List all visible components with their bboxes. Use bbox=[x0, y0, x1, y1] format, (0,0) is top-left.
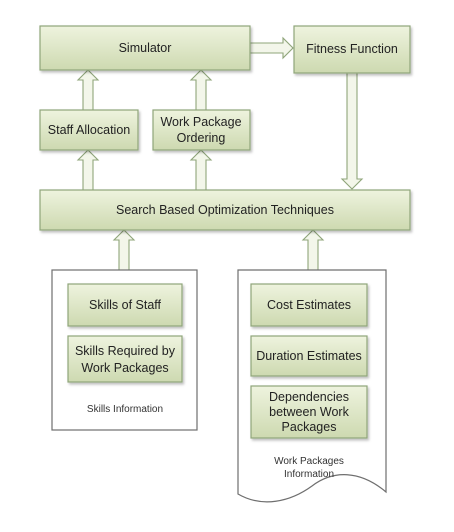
cost-estimates-label: Cost Estimates bbox=[267, 298, 351, 312]
staff-allocation-node: Staff Allocation bbox=[39, 109, 139, 151]
work-package-ordering-node: Work Package Ordering bbox=[152, 109, 251, 151]
fitness-function-node: Fitness Function bbox=[293, 25, 411, 74]
dependencies-label-3: Packages bbox=[282, 420, 337, 434]
search-based-optimization-node: Search Based Optimization Techniques bbox=[39, 189, 411, 231]
skills-required-node: Skills Required by Work Packages bbox=[67, 335, 183, 383]
staff-allocation-label: Staff Allocation bbox=[48, 123, 131, 137]
work-package-ordering-label-2: Ordering bbox=[177, 131, 226, 145]
arrow-fitness-to-search bbox=[340, 72, 364, 190]
arrow-wp-info-to-search bbox=[301, 229, 325, 271]
skills-required-label-2: Work Packages bbox=[81, 361, 168, 375]
fitness-function-label: Fitness Function bbox=[306, 42, 398, 56]
skills-information-document: Skills of Staff Skills Required by Work … bbox=[51, 269, 198, 431]
simulator-label: Simulator bbox=[119, 41, 172, 55]
arrow-ordering-to-simulator bbox=[189, 69, 213, 111]
duration-estimates-node: Duration Estimates bbox=[250, 335, 368, 377]
wp-information-caption-2: Information bbox=[284, 469, 334, 480]
arrow-search-to-ordering bbox=[189, 149, 213, 191]
search-based-optimization-label: Search Based Optimization Techniques bbox=[116, 203, 334, 217]
wp-information-caption-1: Work Packages bbox=[274, 456, 344, 467]
skills-of-staff-node: Skills of Staff bbox=[67, 283, 183, 327]
arrow-staff-allocation-to-simulator bbox=[76, 69, 100, 111]
skills-of-staff-label: Skills of Staff bbox=[89, 298, 162, 312]
duration-estimates-label: Duration Estimates bbox=[256, 349, 362, 363]
dependencies-label-2: between Work bbox=[269, 405, 349, 419]
dependencies-node: Dependencies between Work Packages bbox=[250, 385, 368, 439]
dependencies-label-1: Dependencies bbox=[269, 390, 349, 404]
simulator-node: Simulator bbox=[39, 25, 251, 71]
cost-estimates-node: Cost Estimates bbox=[250, 283, 368, 327]
arrow-search-to-staff-allocation bbox=[76, 149, 100, 191]
skills-required-label-1: Skills Required by bbox=[75, 344, 176, 358]
arrow-simulator-to-fitness bbox=[249, 36, 294, 60]
arrow-skills-info-to-search bbox=[112, 229, 136, 271]
work-package-ordering-label-1: Work Package bbox=[160, 115, 241, 129]
work-packages-information-document: Cost Estimates Duration Estimates Depend… bbox=[237, 269, 387, 503]
skills-information-caption: Skills Information bbox=[87, 404, 163, 415]
